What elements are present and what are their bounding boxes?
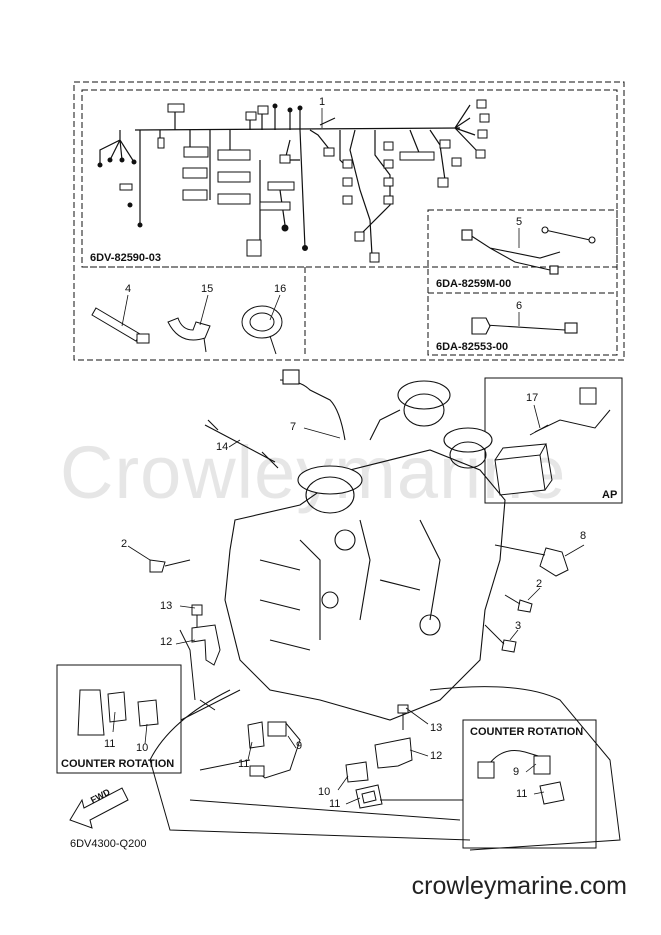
battery-ap xyxy=(494,443,553,496)
harness-group-box xyxy=(73,81,625,361)
harness-connectors xyxy=(119,99,490,263)
callout-11-main: 11 xyxy=(329,798,341,810)
leader-lines xyxy=(112,108,585,805)
callout-2-right: 2 xyxy=(536,578,543,590)
harness-terminals xyxy=(97,103,308,251)
bolts xyxy=(149,559,533,730)
clamp-16 xyxy=(241,305,283,355)
callout-10-main: 10 xyxy=(318,786,331,798)
clamp-15 xyxy=(167,317,211,353)
cover-10-main xyxy=(345,761,369,783)
harness-sub-box xyxy=(427,209,618,356)
main-wire-harness xyxy=(99,104,479,256)
site-name[interactable]: crowleymarine.com xyxy=(411,872,627,900)
bracket-12b xyxy=(374,737,413,769)
callout-11-mid: 11 xyxy=(238,758,250,770)
callout-1: 1 xyxy=(319,96,326,108)
sensor-8 xyxy=(494,544,569,577)
sub-harness-5 xyxy=(461,226,596,275)
callout-13-right: 13 xyxy=(430,722,443,734)
callout-6: 6 xyxy=(516,300,523,312)
callout-8: 8 xyxy=(580,530,587,542)
callout-12-right: 12 xyxy=(430,750,443,762)
callout-11-counter-right: 11 xyxy=(516,788,528,800)
grommet-11-mid xyxy=(247,721,265,749)
callout-5: 5 xyxy=(516,216,523,228)
sensor-17 xyxy=(529,387,611,436)
callout-10-counter: 10 xyxy=(136,742,149,754)
bracket-12a xyxy=(191,624,221,666)
callout-11-counter-left: 11 xyxy=(104,738,116,750)
counter-rotation-title-left: COUNTER ROTATION xyxy=(61,758,175,770)
harness-main-box xyxy=(81,89,618,268)
cable-tie-4 xyxy=(91,307,150,344)
part-number-harness-sub2: 6DA-82553-00 xyxy=(436,341,509,353)
grommet-11-main xyxy=(355,784,383,809)
counter-right-parts xyxy=(477,750,565,805)
callout-3: 3 xyxy=(515,620,522,632)
switch-harness-9 xyxy=(249,721,301,779)
part-number-harness-main: 6DV-82590-03 xyxy=(90,252,161,264)
counter-rotation-box-right xyxy=(462,719,597,849)
part-number-harness-sub1: 6DA-8259M-00 xyxy=(436,278,512,290)
callout-15: 15 xyxy=(201,283,214,295)
counter-rotation-title-right: COUNTER ROTATION xyxy=(470,726,584,738)
diagram-code: 6DV4300-Q200 xyxy=(70,838,147,850)
callout-2-left: 2 xyxy=(121,538,128,550)
callout-14: 14 xyxy=(216,441,229,453)
callout-7: 7 xyxy=(290,421,297,433)
counter-left-parts xyxy=(77,689,159,736)
callout-13-left: 13 xyxy=(160,600,173,612)
callout-9-counter: 9 xyxy=(513,766,520,778)
engine-block xyxy=(204,369,506,721)
callout-9-main: 9 xyxy=(296,740,303,752)
counter-rotation-box-left xyxy=(56,664,182,774)
lower-cowling xyxy=(149,629,621,851)
fwd-arrow xyxy=(69,787,129,829)
callout-16: 16 xyxy=(274,283,287,295)
sub-harness-6 xyxy=(471,317,578,335)
callout-4: 4 xyxy=(125,283,132,295)
callout-17: 17 xyxy=(526,392,539,404)
callout-12-left: 12 xyxy=(160,636,173,648)
ap-label: AP xyxy=(602,489,618,501)
